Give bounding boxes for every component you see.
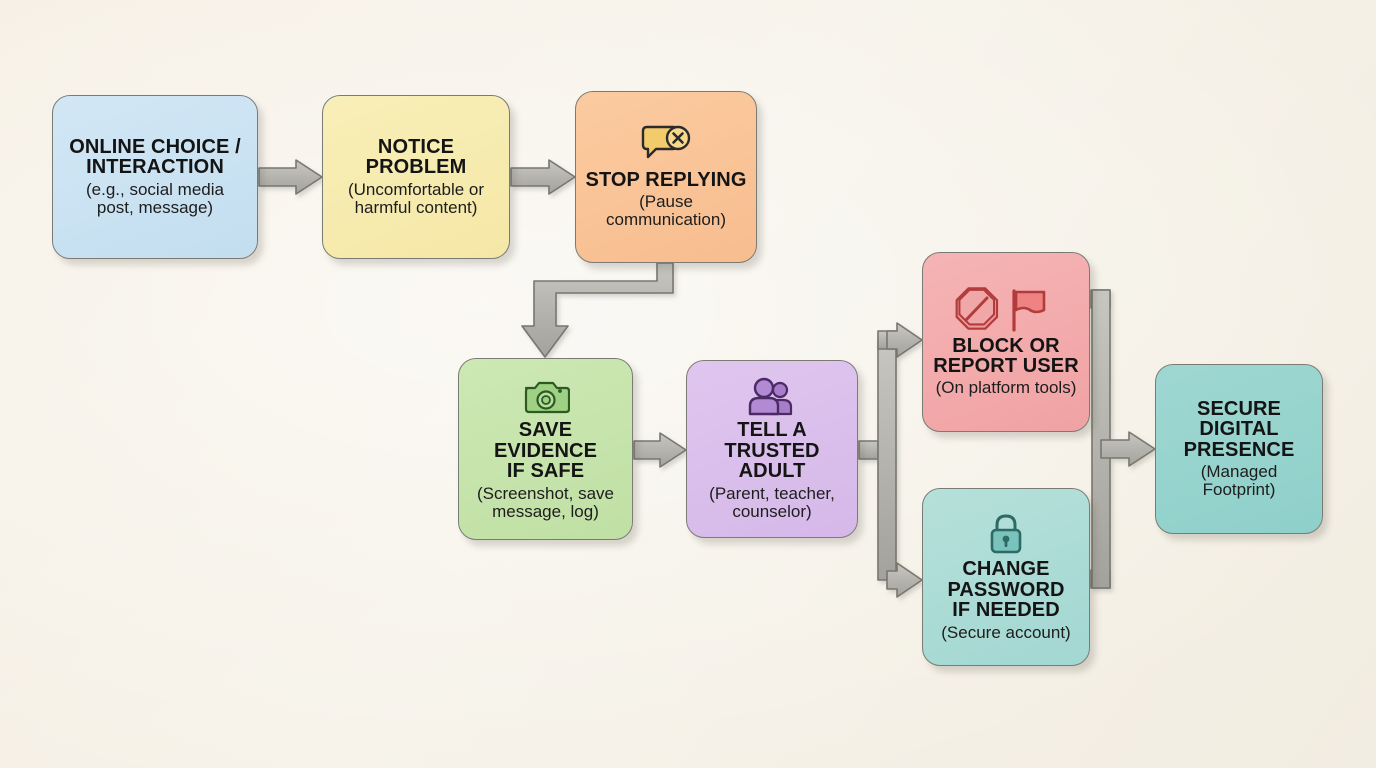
node-subtitle: (Parent, teacher, counselor) (709, 483, 835, 521)
branch-bus-vertical (877, 339, 897, 581)
node-online-choice-interaction[interactable]: ONLINE CHOICE / INTERACTION (e.g., socia… (52, 95, 258, 259)
node-subtitle: (Pause communication) (606, 192, 726, 230)
node-stop-replying[interactable]: STOP REPLYING (Pause communication) (575, 91, 757, 263)
node-subtitle: (e.g., social media post, message) (86, 179, 224, 217)
node-subtitle: (On platform tools) (935, 378, 1077, 398)
node-subtitle: (Uncomfortable or harmful content) (347, 179, 485, 217)
node-title: NOTICE PROBLEM (365, 136, 467, 179)
edge-notice-to-stop (510, 159, 576, 195)
node-subtitle: (Managed Footprint) (1200, 462, 1278, 500)
camera-icon (522, 377, 570, 417)
node-block-or-report-user[interactable]: BLOCK OR REPORT USER (On platform tools) (922, 252, 1090, 432)
block-sign-and-flag-icon (954, 286, 1058, 333)
padlock-icon (986, 512, 1026, 556)
edge-tell-to-branch-bus (858, 440, 879, 460)
node-title: SAVE EVIDENCE IF SAFE (493, 419, 598, 483)
node-subtitle: (Secure account) (941, 622, 1071, 642)
edge-stop-to-save (521, 262, 674, 358)
node-subtitle: (Screenshot, save message, log) (476, 483, 614, 521)
edge-save-to-tell (633, 432, 687, 468)
edge-online-to-notice (258, 159, 323, 195)
node-title: CHANGE PASSWORD IF NEEDED (947, 558, 1065, 622)
edge-bus-to-block-head (886, 322, 923, 358)
node-secure-digital-presence[interactable]: SECURE DIGITAL PRESENCE (Managed Footpri… (1155, 364, 1323, 534)
node-save-evidence-if-safe[interactable]: SAVE EVIDENCE IF SAFE (Screenshot, save … (458, 358, 633, 540)
merge-bus-vertical (1091, 289, 1111, 589)
node-title: ONLINE CHOICE / INTERACTION (69, 136, 241, 179)
node-tell-a-trusted-adult[interactable]: TELL A TRUSTED ADULT (Parent, teacher, c… (686, 360, 858, 538)
node-change-password-if-needed[interactable]: CHANGE PASSWORD IF NEEDED (Secure accoun… (922, 488, 1090, 666)
node-title: BLOCK OR REPORT USER (933, 334, 1079, 377)
node-title: SECURE DIGITAL PRESENCE (1183, 397, 1295, 461)
edge-merge-to-secure (1100, 431, 1156, 467)
edge-bus-to-password-head (886, 562, 923, 598)
node-notice-problem[interactable]: NOTICE PROBLEM (Uncomfortable or harmful… (322, 95, 510, 259)
node-title: TELL A TRUSTED ADULT (724, 419, 820, 483)
two-people-icon (747, 377, 797, 417)
node-title: STOP REPLYING (585, 168, 747, 191)
speech-bubble-blocked-icon (639, 125, 693, 167)
